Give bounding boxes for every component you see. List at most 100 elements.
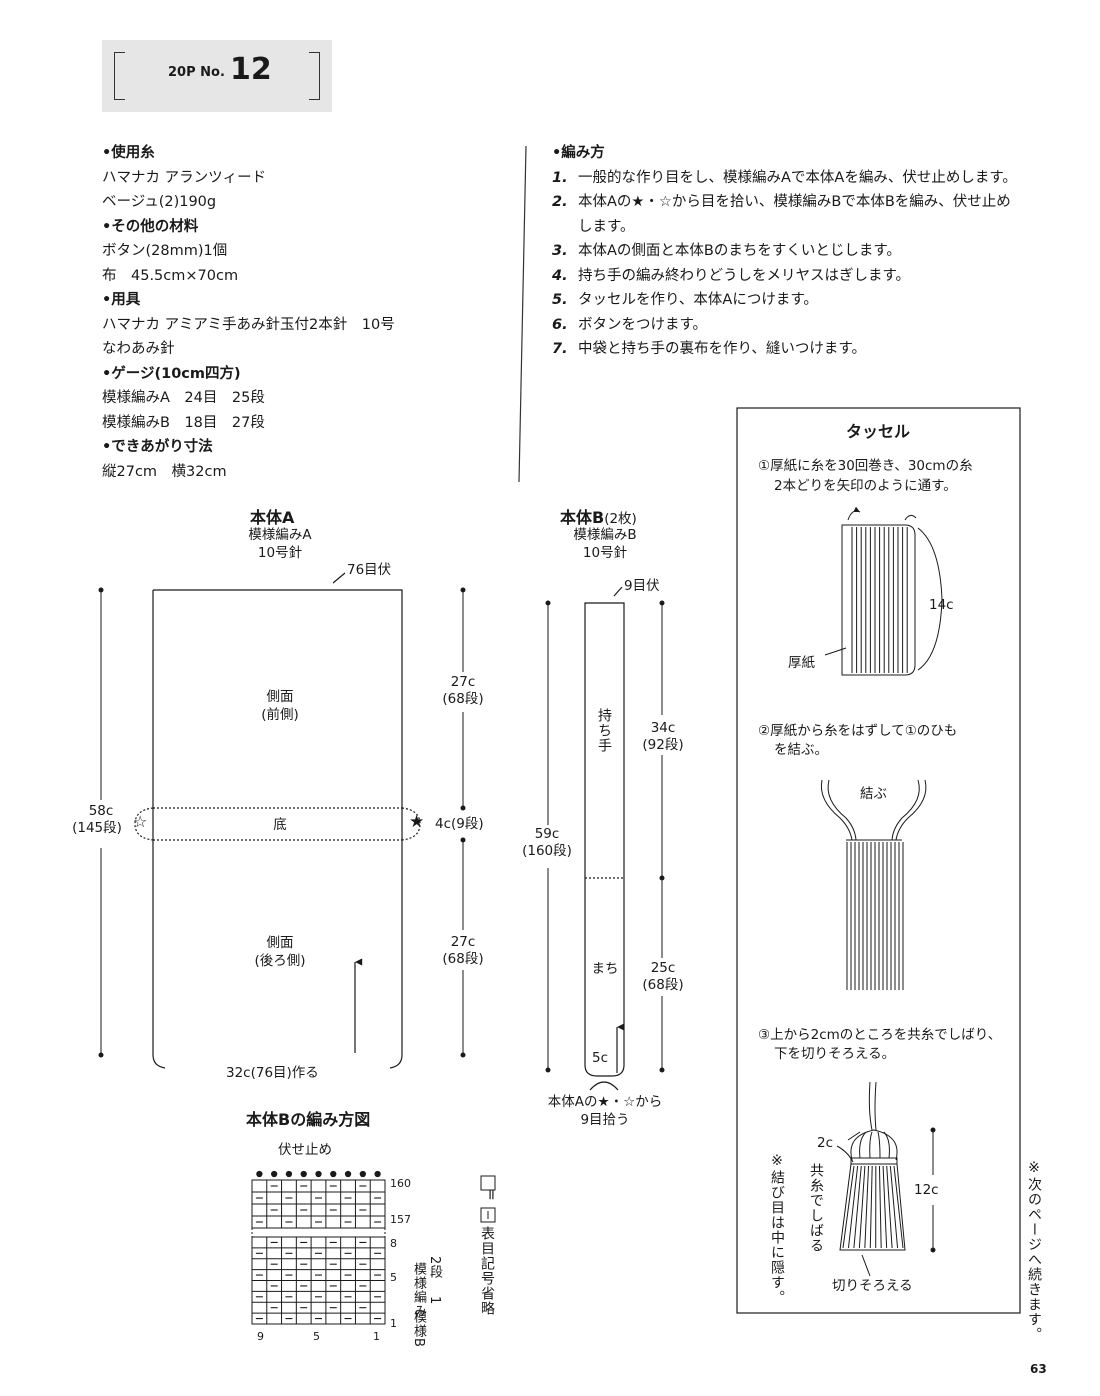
col-label-1: 1 [373,1330,380,1343]
chart-title: 本体Bの編み方図 [246,1110,371,1129]
bottom-height: 4c(9段) [435,816,484,832]
step-text: 本体Aの★・☆から目を拾い、模様編みBで本体Bを編み、伏せ止め [578,194,1011,210]
step-text: します。 [578,218,635,235]
method-step-line: 5. タッセルを作り、本体Aにつけます。 [552,288,1017,313]
tassel-title: タッセル [846,422,911,441]
body-a-cast-on: 32c(76目)作る [222,1065,323,1082]
body-b-piece [584,586,625,1091]
repeat-2-rows: 2段 [427,1256,442,1280]
method-step-line: 4. 持ち手の編み終わりどうしをメリヤスはぎします。 [552,264,1017,289]
tassel-strand [869,1165,873,1249]
materials-heading: •ゲージ(10cm四方) [102,365,241,382]
bind-off-dot [374,1170,381,1178]
knitting-chart-marks [255,1170,382,1320]
handle-rows: (92段) [642,737,684,753]
trim-label: 切りそろえる [832,1278,913,1294]
gusset-rows: (68段) [642,977,684,993]
body-b-pattern: 模様編みB [573,527,637,543]
body-a-pattern: 模様編みA [248,527,312,543]
tassel-cardboard-drawing [824,506,943,676]
bind-off-dot [359,1170,366,1178]
tassel-strand [858,1165,866,1249]
page-header: 20P No. 12 [102,40,332,112]
solid-star-icon: ★ [409,812,425,832]
body-a-top-label: 76目伏 [347,562,392,578]
method-steps: 1. 一般的な作り目をし、模様編みAで本体Aを編み、伏せ止めします。 2. 本体Aの★… [552,166,1017,362]
tassel-strand [878,1165,882,1249]
method-step-line: 6.ボタンをつけます。 [552,313,1017,338]
step-number: 4. [552,267,568,284]
step-text: 中袋と持ち手の裏布を作り、縫いつけます。 [578,341,866,357]
pattern-b-label: 模様B [411,1310,426,1348]
tassel-step1-line2: 2本どりを矢印のように通す。 [774,478,957,494]
step-number: 7. [552,341,568,357]
tassel-12c: 12c [914,1182,939,1198]
step-text: 持ち手の編み終わりどうしをメリヤスはぎします。 [578,267,911,284]
step-number: 3. [552,243,568,259]
tie-label: 結ぶ [860,786,887,802]
side-front-label: 側面 [266,689,294,705]
materials-line: 模様編みA 24目 25段 [102,390,265,406]
tassel-strand [847,1165,859,1249]
tassel-strand [889,1165,899,1249]
side-back-label: 側面 [266,935,294,951]
back-rows: (68段) [442,951,484,967]
materials-line: ベージュ(2)190g [102,194,217,210]
row-label-5: 5 [390,1271,397,1284]
row-label-160: 160 [390,1177,411,1190]
method-step-line: 2. 本体Aの★・☆から目を拾い、模様編みBで本体Bを編み、伏せ止め [552,190,1017,215]
bind-label: 共糸でしばる [808,1163,824,1253]
col-label-5: 5 [313,1330,320,1343]
method-step-line: 7. 中袋と持ち手の裏布を作り、縫いつけます。 [552,337,1017,362]
pickup-line-1: 本体Aの★・☆から [547,1094,663,1110]
body-b-count: (2枚) [604,511,637,527]
gusset-label: まち [591,961,619,977]
materials-line: 布 45.5cm×70cm [102,267,239,284]
bind-off-dot [330,1170,337,1178]
materials-heading: •その他の材料 [102,218,199,235]
materials-line: ボタン(28mm)1個 [102,243,228,259]
pickup-line-2: 9目拾う [580,1112,630,1128]
open-star-icon: ☆ [133,812,148,831]
bind-off-dot [300,1170,307,1178]
materials-heading: •使用糸 [102,145,155,161]
materials-heading: •用具 [102,292,141,308]
bottom-label: 底 [273,817,287,833]
bind-off-dot [256,1170,263,1178]
materials-line: なわあみ針 [102,341,175,357]
front-height: 27c [450,674,476,690]
page-number: 63 [1030,1362,1047,1376]
back-height: 27c [450,934,476,950]
side-back-sub: (後ろ側) [254,953,306,969]
tassel-strand [853,1165,862,1249]
chart-bind-off: 伏せ止め [278,1142,332,1158]
legend-equal: = [483,1189,499,1201]
tassel-strand [864,1165,870,1249]
body-b-title-text: 本体B [560,508,605,527]
tassel-strand [842,1165,855,1249]
bind-off-dot [344,1170,352,1178]
method-step-line: 3.本体Aの側面と本体Bのまちをすくいとじします。 [552,239,1017,264]
body-b-needle: 10号針 [582,545,628,561]
materials-line: ハマナカ アランツィード [102,169,267,186]
continued-note: ※次のページへ続きます。 [1026,1160,1042,1342]
materials-heading: •できあがり寸法 [102,439,213,455]
body-b-width: 5c [592,1050,609,1066]
tassel-strand [886,1165,893,1249]
body-a-needle: 10号針 [257,545,303,561]
step-text: タッセルを作り、本体Aにつけます。 [578,292,818,308]
step-number: 5. [552,292,568,308]
tassel-tied-drawing [820,779,927,990]
body-b-top-label: 9目伏 [624,578,660,594]
method-section: •編み方 1.一般的な作り目をし、模様編みAで本体Aを編み、伏せ止めします。2.… [552,141,1017,362]
step-number: 2. [552,194,568,210]
bind-off-dot [271,1170,278,1178]
step-text: 一般的な作り目をし、模様編みAで本体Aを編み、伏せ止めします。 [578,169,1017,186]
materials-line: 縦27cm 横32cm [102,463,227,480]
pattern-label: 模様編み [411,1262,426,1318]
tassel-strand [893,1165,904,1249]
step-number: 1. [552,169,568,186]
step-number: 6. [552,316,568,333]
bind-off-dot [285,1170,293,1178]
method-step-line: 1. 一般的な作り目をし、模様編みAで本体Aを編み、伏せ止めします。 [552,166,1017,191]
